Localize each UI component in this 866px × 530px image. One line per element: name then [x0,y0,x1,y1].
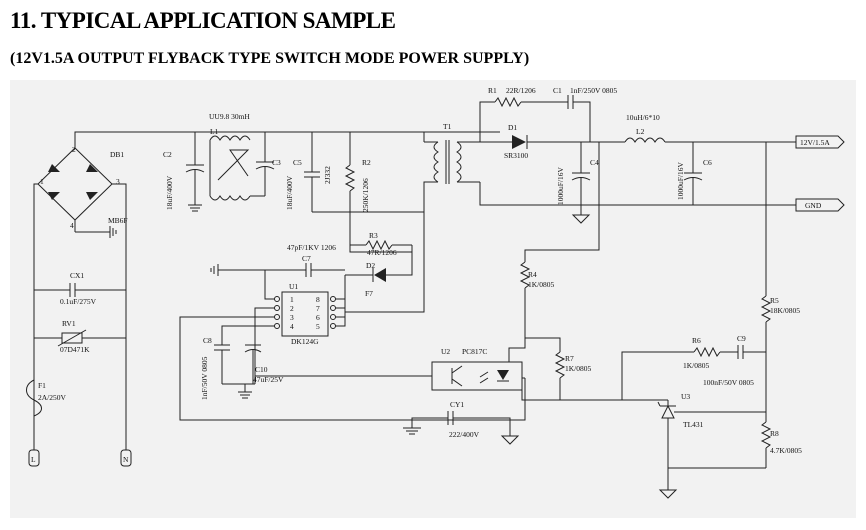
l2-value: 10uH/6*10 [626,113,660,122]
c1-value: 1nF/250V 0805 [570,86,617,95]
fuse-f1 [26,379,42,417]
shunt-regulator-u3 [657,400,766,499]
d1-value: SR3100 [504,151,528,160]
f1-label: F1 [38,381,46,390]
svg-text:12V/1.5A: 12V/1.5A [800,138,830,147]
u1-pin3: 3 [290,313,294,322]
c3-label: C3 [272,158,281,167]
c6-label: C6 [703,158,712,167]
d2-label: D2 [366,261,375,270]
db1-pin4: 4 [70,221,74,230]
c4-value: 1000uF/16V [556,166,565,205]
u3-value: TL431 [683,420,704,429]
r6-value: 1K/0805 [683,361,710,370]
c5-label: C5 [293,158,302,167]
u1-label: U1 [289,282,298,291]
ic-u1-dk124g [264,212,425,337]
u1-pin1: 1 [290,295,294,304]
r1-label: R1 [488,86,497,95]
u3-label: U3 [681,392,690,401]
wire-ac-neutral [112,183,127,440]
wire-ac-line [33,183,38,440]
cy1-label: CY1 [450,400,464,409]
cx1-label: CX1 [70,271,84,280]
optocoupler-u2 [255,361,525,391]
r3-value: 47R/1206 [367,248,397,257]
l2-label: L2 [636,127,645,136]
r7-label: R7 [565,354,574,363]
c8-label: C8 [203,336,212,345]
db1-pin2: 2 [72,145,76,154]
schematic-diagram: DB1 MB6F 1 2 3 4 CX1 0.1uF/275V RV1 07D4… [26,86,845,499]
l1-label: L1 [210,127,219,136]
r2-label: R2 [362,158,371,167]
c9-label: C9 [737,334,746,343]
output-terminal-gnd: GND [795,198,845,212]
u1-pin8: 8 [316,295,320,304]
r7-value: 1K/0805 [565,364,592,373]
c7-value: 47pF/1KV 1206 [287,243,336,252]
rv1-label: RV1 [62,319,76,328]
schematic-panel: DB1 MB6F 1 2 3 4 CX1 0.1uF/275V RV1 07D4… [10,80,856,518]
u1-pin5: 5 [316,322,320,331]
output-terminal-12v: 12V/1.5A [795,135,845,149]
wire-dc-bus [74,131,180,138]
r5-label: R5 [770,296,779,305]
f1-value: 2A/250V [38,393,67,402]
c6-value: 1000uF/16V [676,161,685,200]
u1-pin4: 4 [290,322,294,331]
inductor-l1 [209,135,251,201]
c4-label: C4 [590,158,599,167]
terminal-n: N [120,440,132,467]
c7-label: C7 [302,254,311,263]
r8-label: R8 [770,429,779,438]
c8-value: 1nF/50V 0805 [200,356,209,400]
bridge-rectifier-db1 [37,138,117,238]
r4-label: R4 [528,270,537,279]
u1-pin2: 2 [290,304,294,313]
u1-pin7: 7 [316,304,320,313]
c3-value: 18uF/400V [285,175,294,210]
d2-value: F7 [365,289,373,298]
svg-text:GND: GND [805,201,822,210]
db1-label: DB1 [110,150,124,159]
r4-value: 1K/0805 [528,280,555,289]
c5-value: 2J332 [323,166,332,184]
r5-value: 18K/0805 [770,306,800,315]
r3-label: R3 [369,231,378,240]
c2-value: 18uF/400V [165,175,174,210]
u2-value: PC817C [462,347,487,356]
t1-label: T1 [443,122,452,131]
l1-value: UU9.8 30mH [209,112,250,121]
r8-value: 4.7K/0805 [770,446,802,455]
section-subtitle: (12V1.5A OUTPUT FLYBACK TYPE SWITCH MODE… [10,50,530,67]
rv1-value: 07D471K [60,345,90,354]
c10-label: C10 [255,365,268,374]
db1-pin1: 1 [40,177,44,186]
d1-label: D1 [508,123,517,132]
u2-label: U2 [441,347,450,356]
u1-pin6: 6 [316,313,320,322]
cx1-value: 0.1uF/275V [60,297,97,306]
r1-value: 22R/1206 [506,86,536,95]
svg-text:N: N [123,455,129,464]
c10-value: 47uF/25V [253,375,284,384]
r6-label: R6 [692,336,701,345]
section-title: 11. TYPICAL APPLICATION SAMPLE [10,8,396,33]
db1-pin3: 3 [116,177,120,186]
r2-value: 250K/1206 [361,178,370,212]
transformer-t1 [350,132,480,213]
svg-text:L: L [31,455,36,464]
terminal-l: L [28,440,40,467]
c2-label: C2 [163,150,172,159]
u1-chip-name: DK124G [291,337,319,346]
c1-label: C1 [553,86,562,95]
mb6f-label: MB6F [108,216,128,225]
cy1-value: 222/400V [449,430,480,439]
c9-value: 100nF/50V 0805 [703,378,754,387]
